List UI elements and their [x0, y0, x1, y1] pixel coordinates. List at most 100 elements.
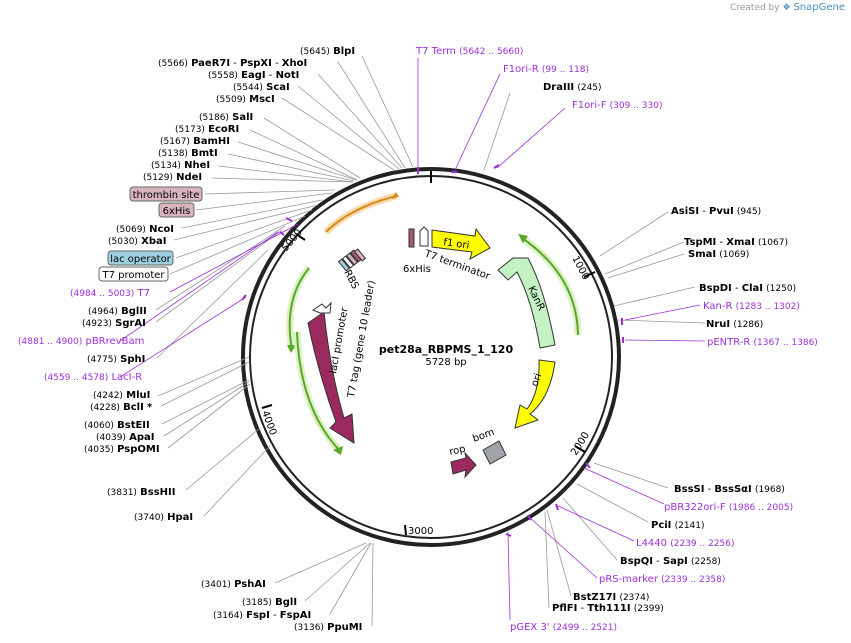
thrombin-site-box — [129, 186, 203, 202]
site-pcii: PciI (2141) — [651, 520, 705, 531]
site-tspmi: TspMI - XmaI (1067) — [684, 237, 788, 248]
snapgene-logo-icon: ❖ — [782, 3, 791, 13]
snapgene-branding: Created by ❖ SnapGene — [730, 2, 845, 13]
rop-arrow — [450, 451, 477, 479]
primer-pbr322ori-f: pBR322ori-F (1986 .. 2005) — [664, 502, 793, 513]
site-asisi: AsiSI - PvuI (945) — [671, 206, 761, 217]
site-ecori: (5173) EcoRI — [175, 124, 239, 135]
his6-label: 6xHis — [403, 264, 431, 275]
site-bstz17i: BstZ17I (2374) — [573, 592, 649, 603]
leader-lines — [119, 55, 706, 627]
ori-arrow — [514, 359, 556, 429]
orange-feature-arc — [323, 192, 397, 235]
site-bglii: (4964) BglII — [88, 306, 147, 317]
primer-pbrrevbam: (4881 .. 4900) pBRrevBam — [18, 336, 144, 347]
site-sgrai: (4923) SgrAI — [82, 318, 146, 329]
site-ppumi: (3136) PpuMI — [294, 622, 362, 633]
site-ncoi: (5069) NcoI — [116, 224, 174, 235]
laci-promoter-arrow — [311, 301, 332, 314]
site-hpai: (3740) HpaI — [134, 512, 193, 523]
site-bgli: (3185) BglI — [242, 597, 297, 608]
t7-tag-label: T7 tag (gene 10 leader) — [346, 280, 378, 400]
boxed-feature-labels: thrombin site 6xHis lac operator T7 prom… — [98, 186, 203, 282]
rbs-label: RBS — [341, 268, 360, 291]
primer-l4440: L4440 (2239 .. 2256) — [636, 538, 735, 549]
position-ticks — [261, 171, 596, 536]
lac-operator-box — [107, 250, 174, 266]
site-apai: (4039) ApaI — [96, 432, 155, 443]
primer-t7: (4984 .. 5003) T7 — [70, 288, 150, 299]
site-pflfi: PflFI - Tth111I (2399) — [552, 603, 664, 614]
plasmid-name: pet28a_RBPMS_1_120 — [379, 343, 514, 356]
site-mlui: (4242) MluI — [93, 390, 150, 401]
site-sphi: (4775) SphI — [87, 354, 145, 365]
tick-3000 — [404, 524, 407, 536]
feature-arcs — [286, 192, 582, 455]
site-paer7i: (5566) PaeR7I - PspXI - XhoI — [158, 58, 307, 69]
site-bmti: (5138) BmtI — [158, 148, 218, 159]
site-bspqi: BspQI - SapI (2258) — [620, 556, 721, 567]
tick-label-3000: 3000 — [408, 526, 433, 537]
his6-marker — [408, 228, 415, 248]
his6-box — [158, 202, 195, 218]
t7-terminator-marker — [419, 226, 429, 247]
site-fspi: (3164) FspI - FspAI — [213, 610, 311, 621]
primer-kan-r: Kan-R (1283 .. 1302) — [703, 301, 800, 312]
site-bspdi: BspDI - ClaI (1250) — [699, 283, 796, 294]
site-sali: (5186) SalI — [199, 112, 253, 123]
lac-operator-label: lac operator — [110, 254, 171, 265]
primer-f1ori-f: F1ori-F (309 .. 330) — [572, 100, 663, 111]
tick-4000 — [261, 404, 273, 409]
kanr-arrow — [497, 257, 556, 349]
site-scai: (5544) ScaI — [233, 82, 290, 93]
created-by-text: Created by — [730, 3, 780, 13]
tick-1000 — [583, 271, 596, 278]
laci-label: lacI — [305, 367, 319, 386]
tick-5000 — [295, 233, 306, 241]
site-bsshii: (3831) BssHII — [107, 487, 175, 498]
site-bamhi: (5167) BamHI — [160, 136, 230, 147]
f1-ori-label: f1 ori — [443, 237, 470, 252]
site-bsssi: BssSI - BssSαI (1968) — [674, 484, 785, 495]
site-nhei: (5134) NheI — [151, 160, 210, 171]
primer-prs-marker: pRS-marker (2339 .. 2358) — [599, 574, 725, 585]
site-xbai: (5030) XbaI — [108, 236, 166, 247]
bom-label: bom — [471, 427, 496, 445]
bom-marker — [482, 440, 507, 465]
site-bsteii: (4060) BstEII — [84, 420, 150, 431]
site-blpi: (5645) BlpI — [300, 46, 355, 57]
plasmid-length: 5728 bp — [425, 357, 466, 368]
rop-label: rop — [448, 444, 466, 458]
laci-promoter-label: lacI promoter — [328, 306, 351, 375]
site-msci: (5509) MscI — [216, 94, 275, 105]
left-site-labels: (5645) BlpI (5566) PaeR7I - PspXI - XhoI… — [82, 46, 362, 633]
t7-promoter-box — [98, 266, 169, 282]
thrombin-site-label: thrombin site — [133, 190, 200, 201]
rbs-region-features — [337, 248, 367, 272]
site-nrui: NruI (1286) — [706, 319, 763, 330]
t7-promoter-label: T7 promoter — [101, 270, 165, 281]
f1-ori-arrow — [431, 227, 491, 261]
site-eagi: (5558) EagI - NotI — [208, 70, 299, 81]
site-pshai: (3401) PshAI — [201, 579, 266, 590]
primer-labels: T7 Term (5642 .. 5660) F1ori-R (99 .. 11… — [18, 46, 818, 633]
site-draiii: DraIII (245) — [543, 82, 602, 93]
primer-f1ori-r: F1ori-R (99 .. 118) — [503, 64, 589, 75]
primer-pgex-3: pGEX 3' (2499 .. 2521) — [510, 622, 617, 633]
primer-laci-r: (4559 .. 4578) LacI-R — [44, 372, 142, 383]
site-psp-omi: (4035) PspOMI — [84, 444, 160, 455]
primer-t7-term: T7 Term (5642 .. 5660) — [415, 46, 523, 57]
site-bcli: (4228) BclI * — [90, 402, 153, 413]
snapgene-product-name: SnapGene — [793, 2, 845, 13]
tick-2000 — [574, 445, 586, 453]
ori-label: ori — [529, 372, 544, 388]
site-ndei: (5129) NdeI — [143, 172, 202, 183]
tick-label-2000: 2000 — [569, 430, 592, 457]
laci-arrow — [307, 311, 355, 444]
his6-box-label: 6xHis — [163, 206, 191, 217]
right-site-labels: DraIII (245) AsiSI - PvuI (945) TspMI - … — [543, 82, 796, 614]
primer-pentr-r: pENTR-R (1367 .. 1386) — [707, 337, 818, 348]
t7-terminator-label: T7 terminator — [422, 248, 492, 283]
site-smai: SmaI (1069) — [688, 249, 749, 260]
